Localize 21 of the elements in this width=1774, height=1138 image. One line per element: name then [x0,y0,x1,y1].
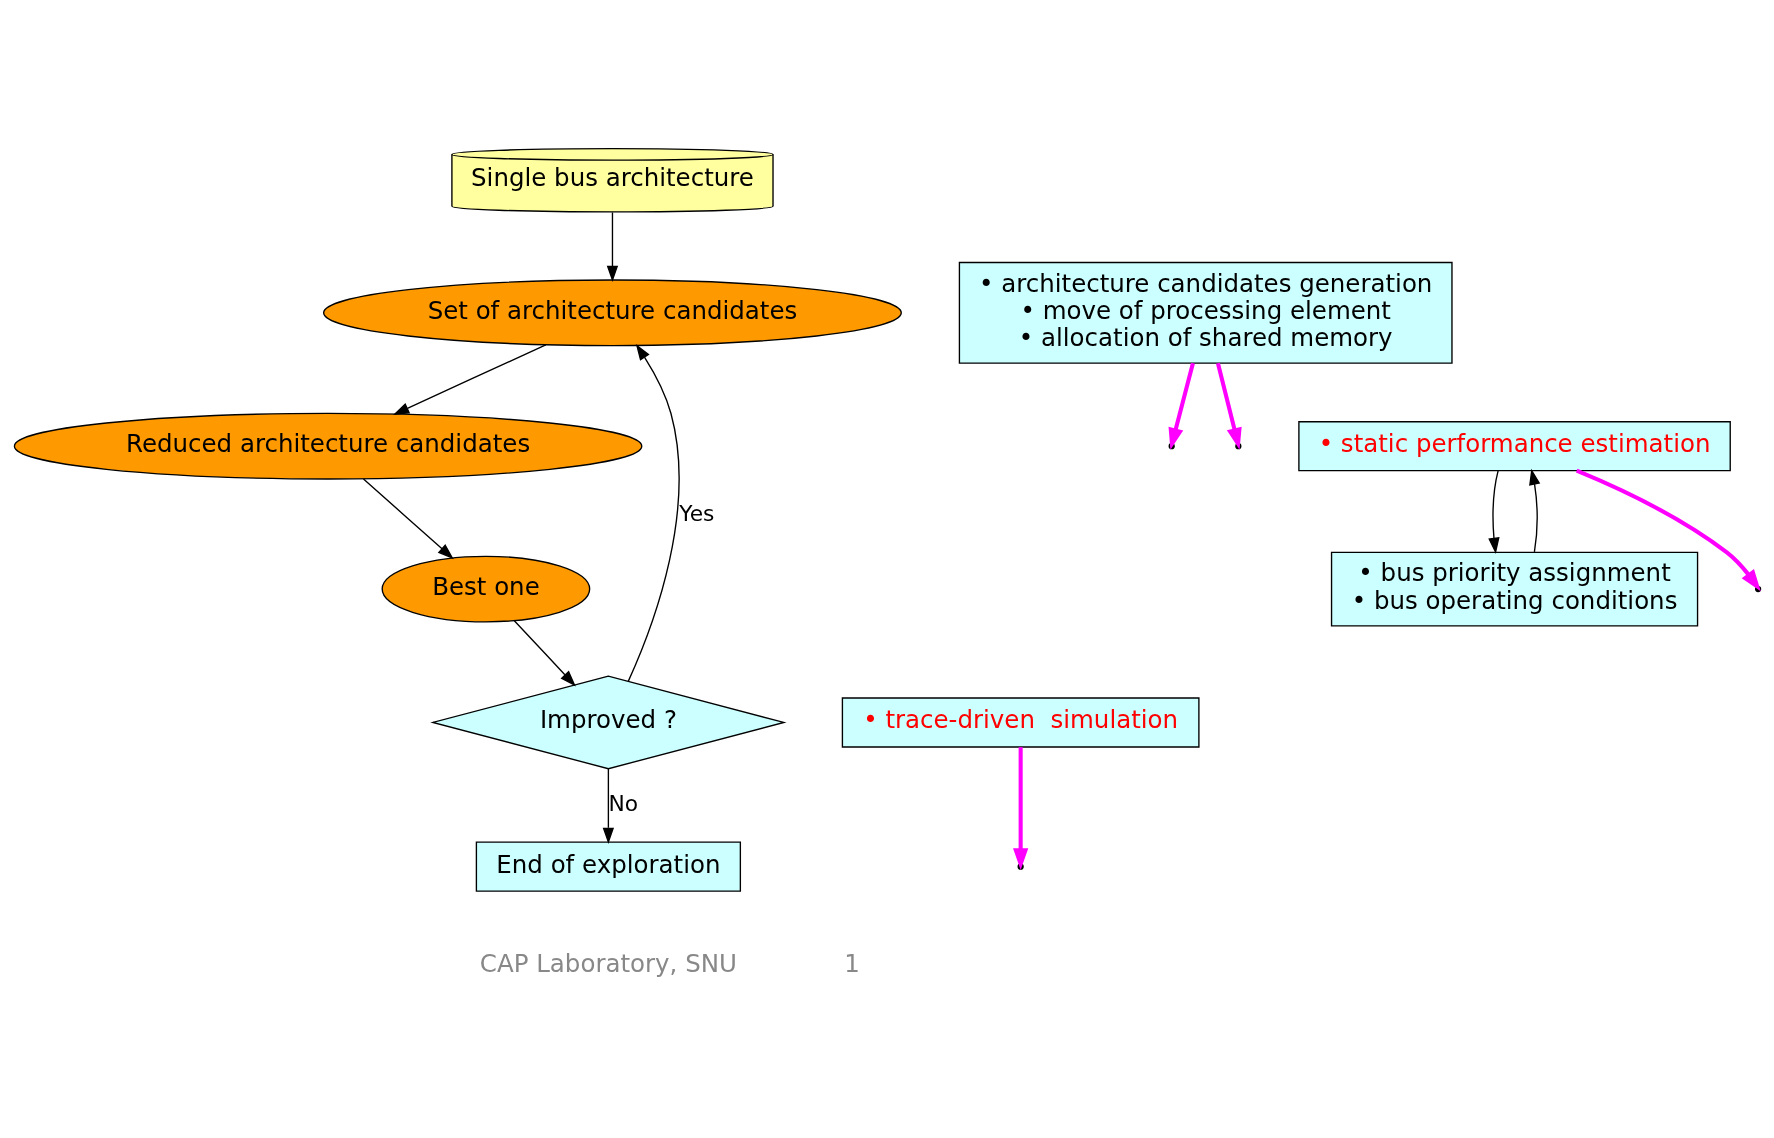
node-ellipse: Best one [381,555,590,623]
arrow [602,767,614,844]
node-ellipse: Reduced architecture candidates [13,412,642,480]
edge-label: Yes [678,500,714,526]
edge-label: No [608,790,638,816]
arrow [627,343,680,682]
node-ellipse: Set of architecture candidates [322,278,902,346]
node-box: • trace-driven simulation [841,696,1200,748]
arrow [392,343,546,415]
arrow [513,619,576,686]
label: CAP Laboratory, SNU [479,948,737,978]
node-diamond: Improved ? [429,675,787,769]
arrow [1528,468,1540,553]
node-box: • architecture candidates generation • move of processing element • allocation of shared memory [958,261,1453,364]
node-box: End of exploration [475,841,741,892]
arrow [1487,469,1500,554]
arrow [362,477,454,559]
node-box: • static performance estimation [1297,420,1731,471]
arrow [606,211,618,282]
label: 1 [843,948,860,978]
node-box: • bus priority assignment • bus operating conditions [1330,551,1698,627]
